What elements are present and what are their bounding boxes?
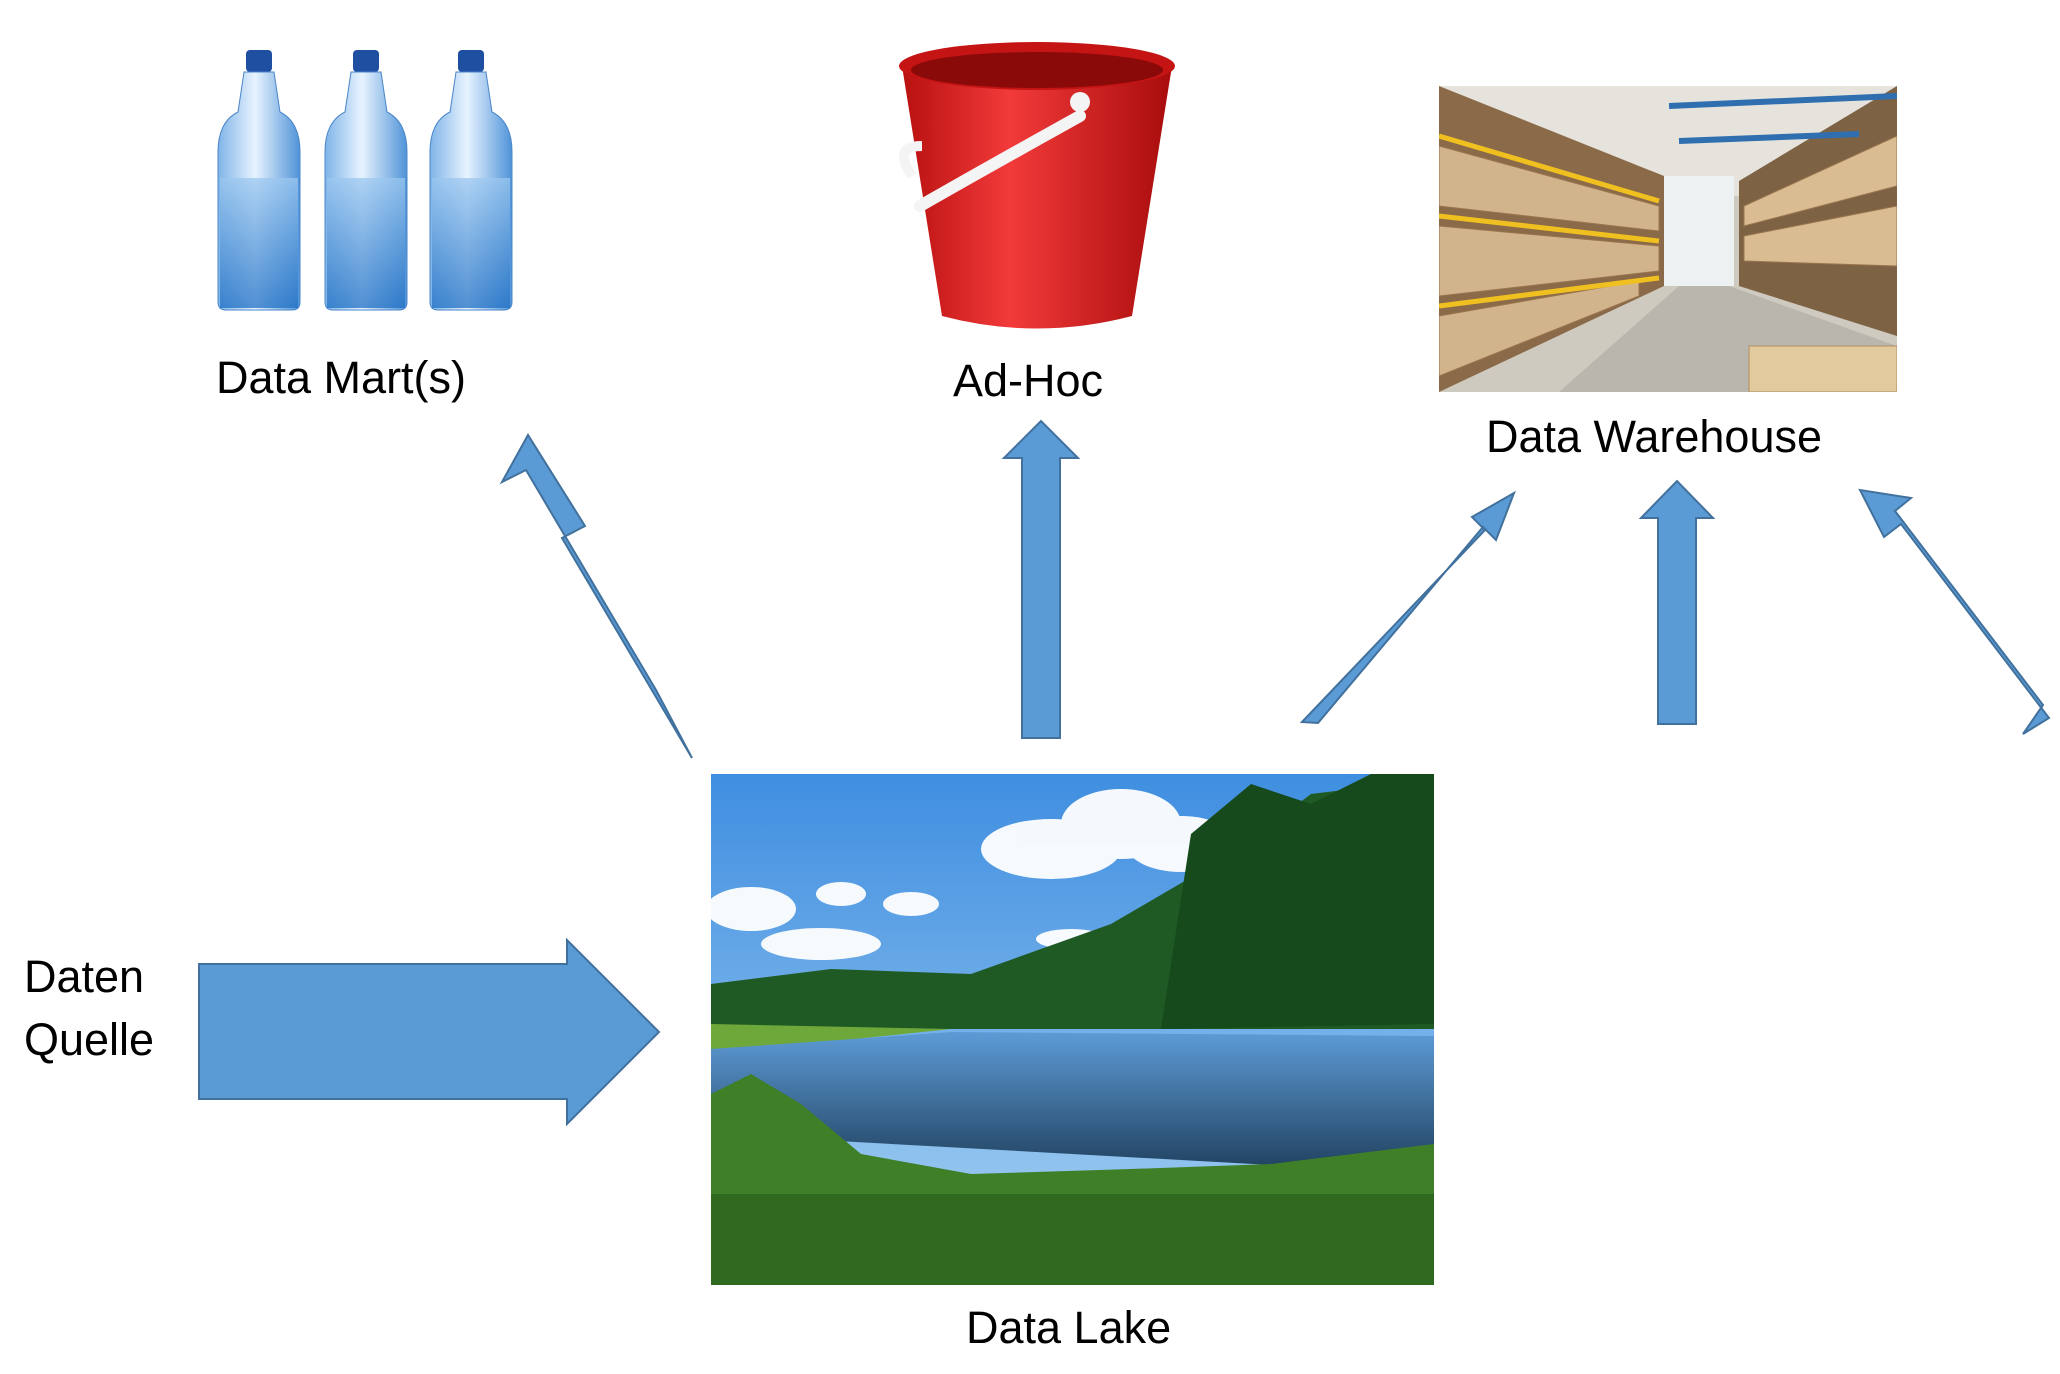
arrow-lake-to-adhoc [1001,419,1081,739]
label-source-line1: Daten [24,951,145,1002]
arrow-lake-to-datamarts [499,433,693,759]
lake-photo [711,774,1434,1285]
arrow-source-to-lake [198,937,661,1127]
label-ad-hoc: Ad-Hoc [953,355,1104,406]
bottle [217,50,301,311]
arrow-external-to-warehouse [1858,488,2051,735]
bottle [429,50,513,311]
label-data-marts: Data Mart(s) [216,352,467,403]
label-data-lake: Data Lake [966,1302,1172,1353]
warehouse-photo [1439,86,1897,392]
arrow-up-to-warehouse [1638,479,1716,725]
label-source-line2: Quelle [24,1014,155,1065]
arrow-lake-to-warehouse [1299,490,1516,725]
bucket-icon [892,36,1182,336]
bottles-icon [190,48,550,313]
label-data-warehouse: Data Warehouse [1486,411,1823,462]
bottle [324,50,408,311]
